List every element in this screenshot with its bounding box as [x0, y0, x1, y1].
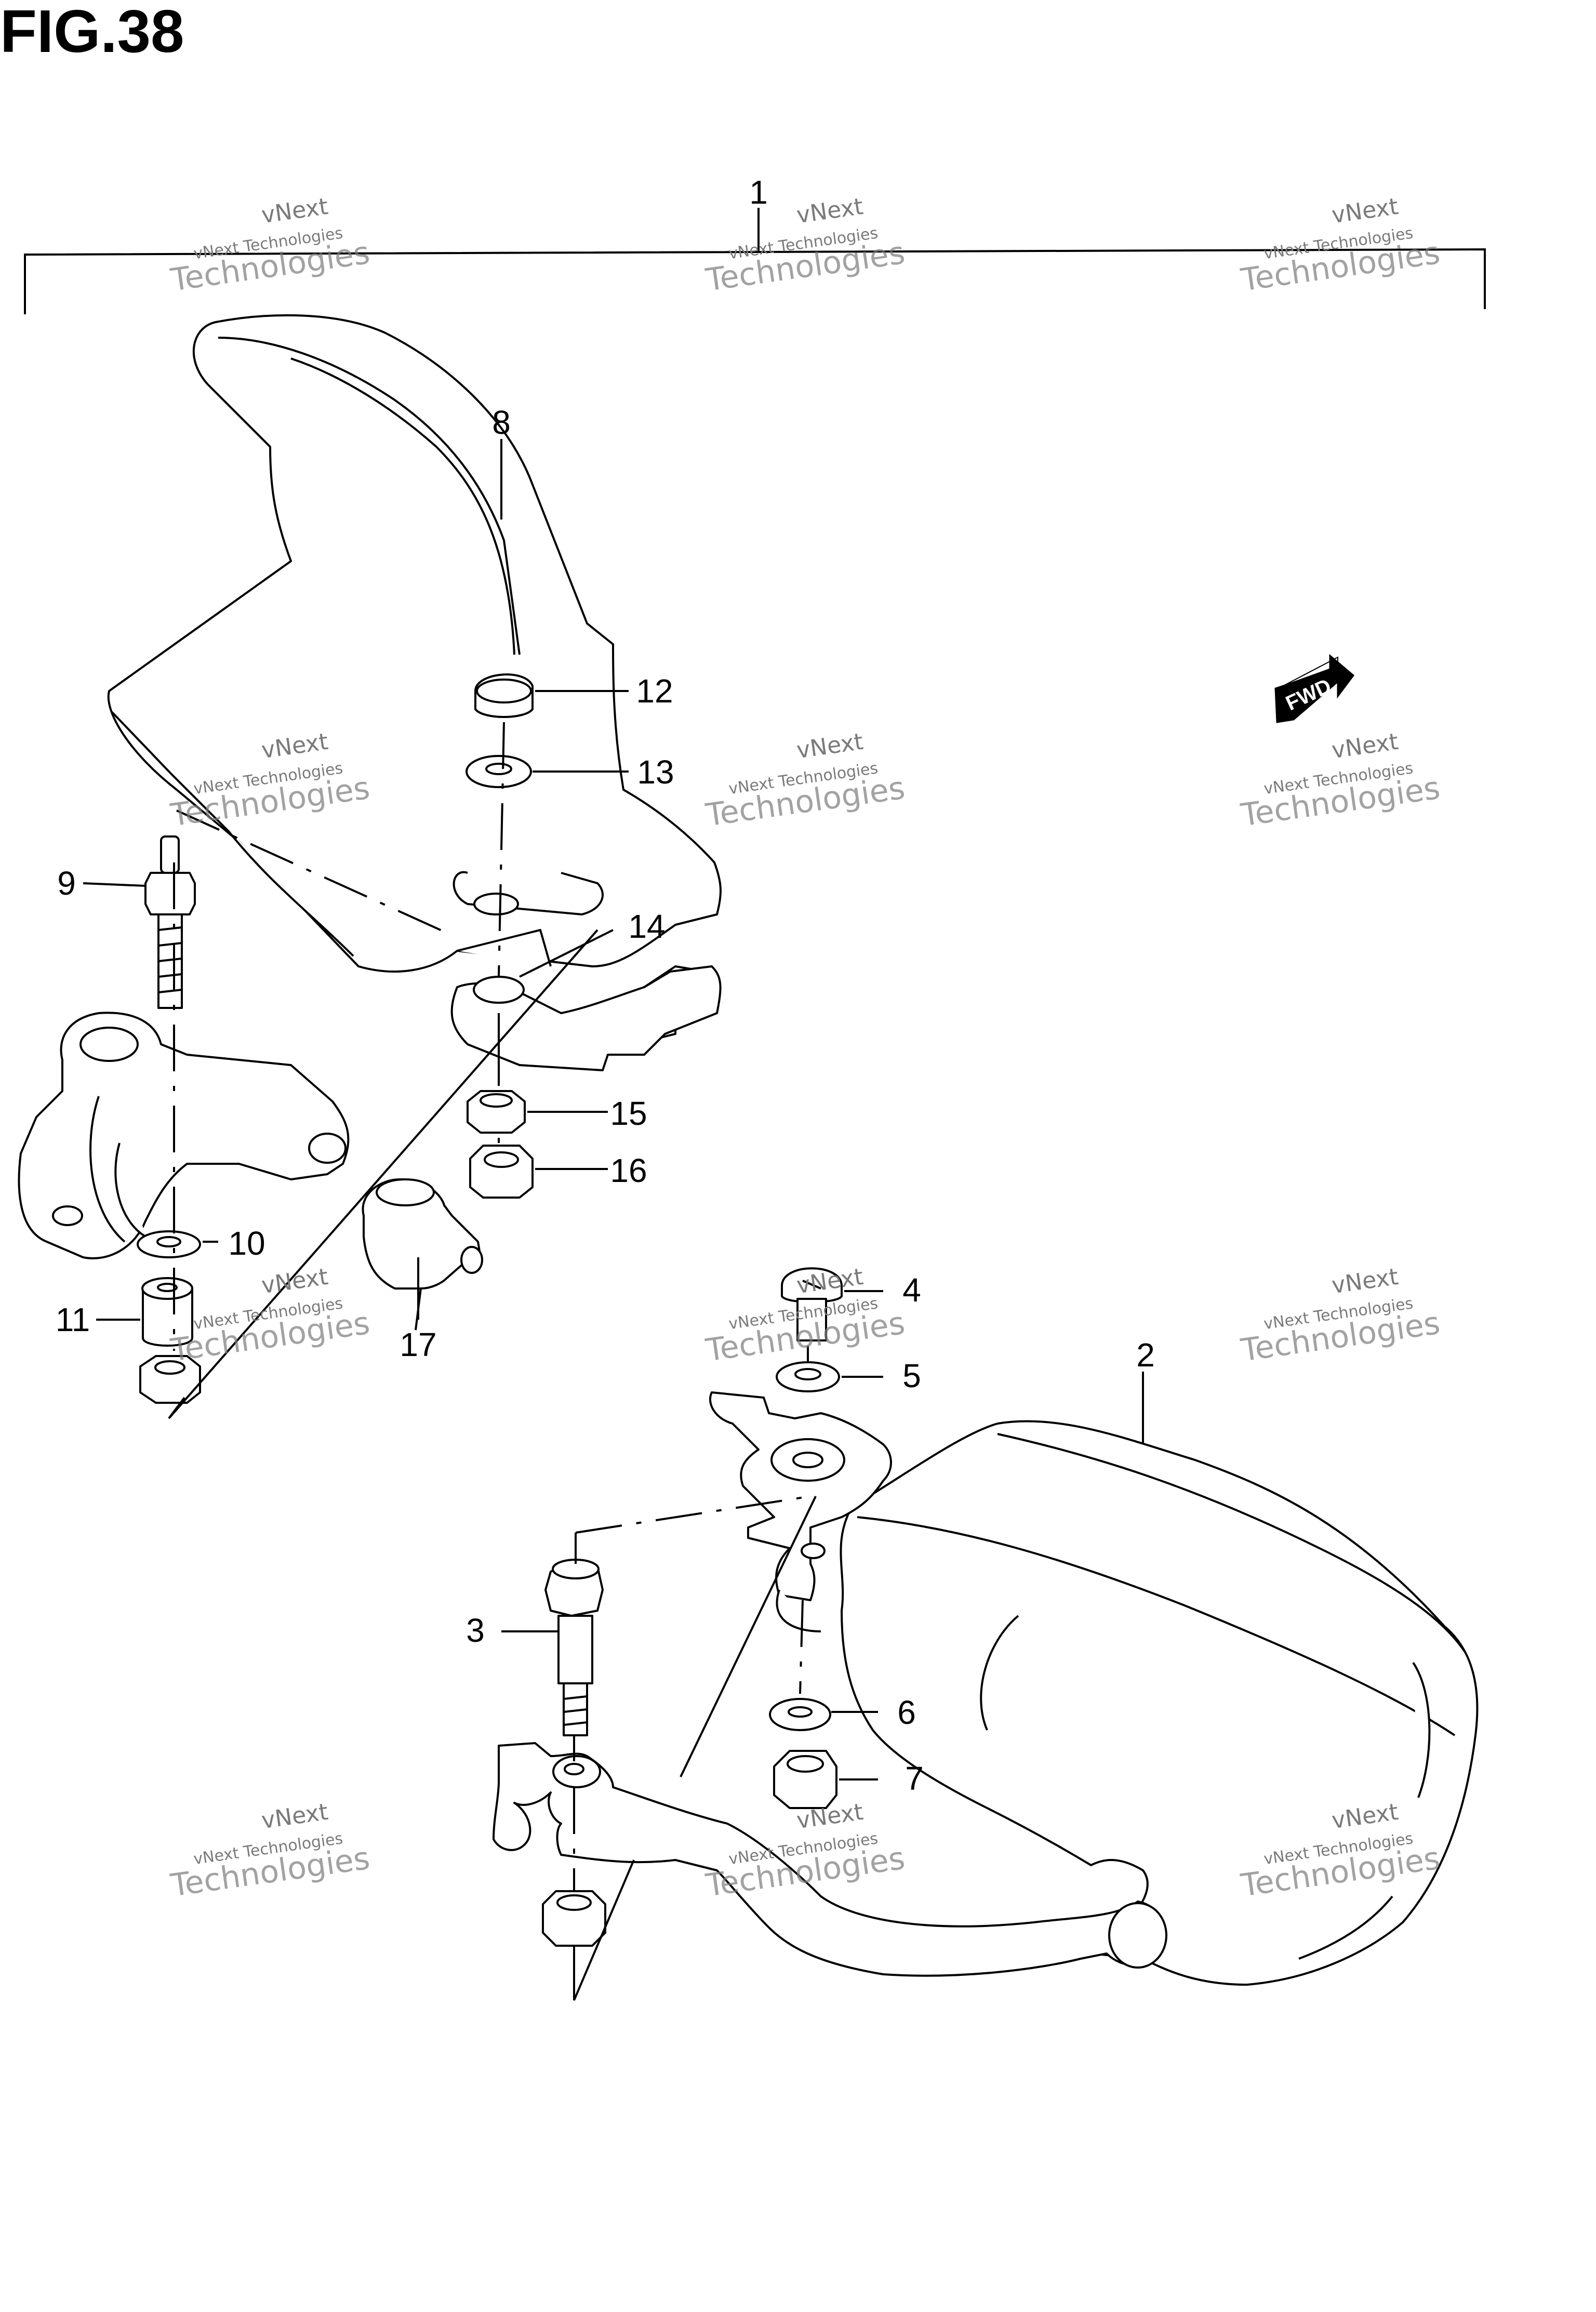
svg-text:vNext: vNext: [260, 1264, 329, 1299]
watermark: vNext vNext Technologies Technologies: [168, 193, 372, 299]
callout-6: 6: [897, 1694, 916, 1731]
screw-4: [781, 1267, 843, 1341]
washer-14: [473, 976, 525, 1004]
callout-1: 1: [749, 174, 768, 211]
cap-nut-12: [474, 673, 534, 718]
watermark: vNext vNext Technologies Technologies: [703, 193, 907, 299]
svg-text:vNext: vNext: [795, 193, 864, 229]
assembly-lines-lower: [573, 1346, 817, 2001]
watermark: vNext vNext Technologies Technologies: [1239, 1264, 1442, 1369]
callout-11: 11: [56, 1301, 90, 1338]
callout-10: 10: [228, 1225, 265, 1262]
nut-7: [773, 1750, 837, 1809]
lever-nut: [542, 1890, 606, 1947]
svg-text:vNext: vNext: [1330, 1264, 1400, 1299]
watermark: vNext vNext Technologies Technologies: [168, 1799, 372, 1904]
callout-12: 12: [636, 672, 673, 710]
svg-text:vNext: vNext: [260, 1799, 329, 1834]
rubber-cover-17: [362, 1178, 483, 1290]
callout-2: 2: [1136, 1336, 1155, 1374]
callout-17: 17: [400, 1326, 436, 1363]
callout-8: 8: [492, 404, 511, 441]
handlebar-clamp: [18, 1012, 350, 1259]
callout-4: 4: [902, 1271, 921, 1309]
hand-guard-right: [840, 1420, 1479, 1986]
collar-11: [141, 1277, 193, 1347]
svg-text:vNext: vNext: [795, 728, 864, 764]
callout-9: 9: [57, 865, 76, 902]
nut-15: [467, 1090, 526, 1134]
washer-13: [466, 755, 532, 788]
clutch-lever: [493, 1742, 1167, 1977]
washer-5: [776, 1361, 840, 1392]
watermark: vNext vNext Technologies Technologies: [1239, 193, 1442, 299]
svg-text:vNext: vNext: [1330, 193, 1400, 229]
watermark: vNext vNext Technologies Technologies: [703, 728, 907, 834]
callout-16: 16: [610, 1152, 647, 1189]
nut-lower-left: [139, 1355, 201, 1404]
watermark: vNext vNext Technologies Technologies: [1239, 728, 1442, 834]
washer-6: [769, 1698, 831, 1731]
svg-text:vNext: vNext: [260, 193, 329, 229]
callout-14: 14: [628, 908, 665, 945]
svg-text:vNext: vNext: [1330, 728, 1400, 764]
callout-7: 7: [905, 1760, 924, 1797]
lever-bracket: [709, 1391, 892, 1632]
callout-3: 3: [466, 1612, 485, 1649]
assembly-bracket: [24, 208, 1486, 314]
callout-5: 5: [902, 1357, 921, 1394]
assembly-lines-upper: [168, 722, 598, 1419]
watermark: vNext vNext Technologies Technologies: [703, 1264, 907, 1369]
callout-13: 13: [637, 753, 674, 791]
stud-bolt-9: [144, 835, 196, 1009]
callout-15: 15: [610, 1095, 647, 1132]
fwd-arrow-icon: FWD: [1274, 654, 1355, 723]
leader-lines: [83, 439, 1144, 1780]
figure-title: FIG.38: [0, 0, 184, 65]
callout-labels: 1 2 3 4 5 6 7 8 9 10 11 12 13 14 15 16 1…: [56, 174, 1155, 1797]
hand-guard-left: [107, 314, 722, 1040]
pivot-bolt-3: [544, 1559, 604, 1736]
washer-10: [137, 1230, 201, 1258]
nut-16: [469, 1145, 534, 1199]
